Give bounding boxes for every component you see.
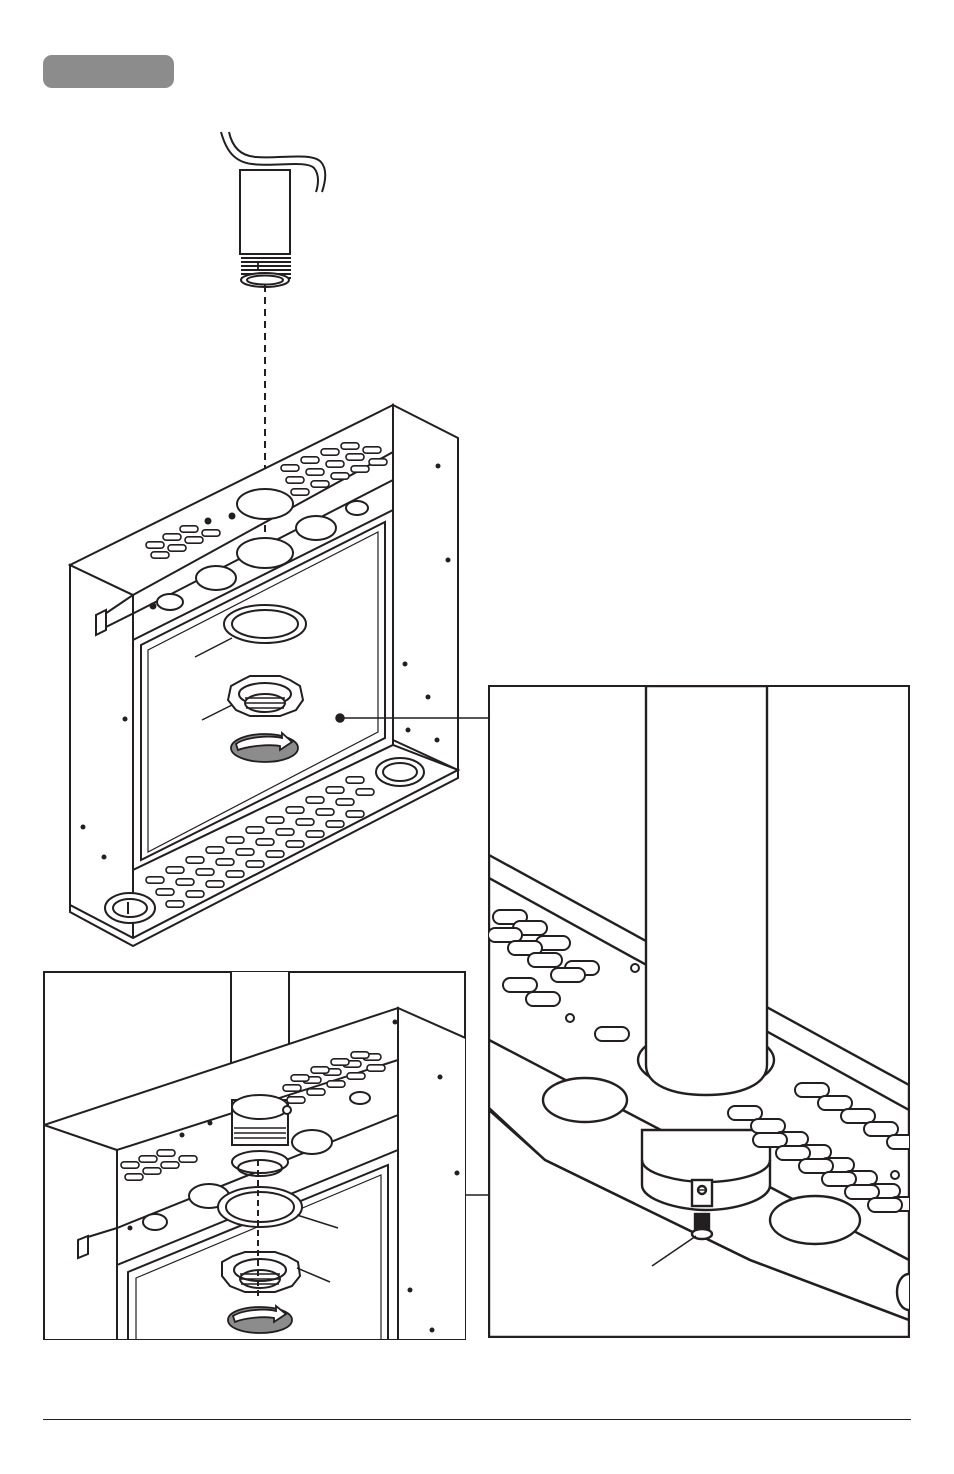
footer-rule	[43, 1419, 911, 1420]
rotate-clockwise-icon	[231, 733, 298, 762]
pipe-with-wires	[221, 132, 325, 287]
